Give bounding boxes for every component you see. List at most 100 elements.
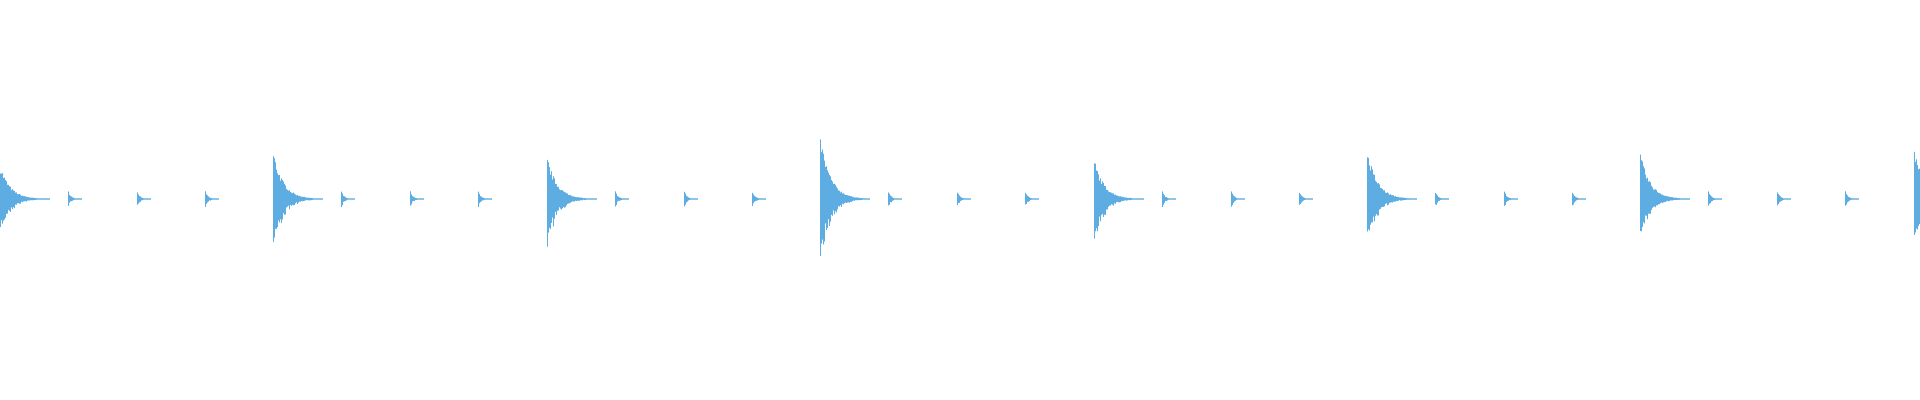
waveform-bar: [839, 190, 840, 207]
waveform-bar: [1777, 192, 1778, 206]
waveform-bar: [1377, 183, 1378, 216]
waveform-bar: [1026, 194, 1027, 204]
waveform-bar: [297, 194, 298, 204]
waveform-bar: [1783, 198, 1784, 200]
waveform-bar: [568, 195, 569, 204]
waveform-bar: [1381, 188, 1382, 208]
waveform-bar: [1506, 196, 1507, 202]
waveform-bar: [1663, 195, 1664, 203]
waveform-bar: [1674, 197, 1675, 200]
waveform-bar: [1309, 198, 1310, 200]
waveform-bar: [1234, 196, 1235, 202]
waveform-bar: [1689, 198, 1690, 200]
waveform-bar: [594, 198, 595, 200]
accent-beat: [1367, 157, 1417, 232]
waveform-bar: [581, 197, 582, 201]
waveform-bar: [570, 195, 571, 203]
waveform-bar: [1122, 196, 1123, 202]
waveform-bar: [838, 190, 839, 207]
waveform-bar: [306, 197, 307, 201]
waveform-bar: [1680, 198, 1681, 200]
waveform-bar: [1135, 198, 1136, 200]
waveform-bar: [4, 177, 5, 220]
waveform-bar: [557, 186, 558, 211]
waveform-bar: [1514, 198, 1515, 200]
minor-beat: [1435, 192, 1449, 205]
waveform-bar: [1238, 198, 1239, 200]
waveform-bar: [1852, 198, 1853, 200]
waveform-bar: [1685, 198, 1686, 200]
waveform-bar: [1310, 198, 1311, 200]
waveform-bar: [866, 198, 867, 200]
waveform-bar: [1117, 195, 1118, 202]
waveform-bar: [1439, 197, 1440, 201]
waveform-bar: [577, 196, 578, 201]
waveform-bar: [893, 197, 894, 201]
waveform-bar: [280, 180, 281, 220]
waveform-bar: [1918, 169, 1919, 227]
waveform-bar: [962, 197, 963, 200]
waveform-bar: [1790, 198, 1791, 200]
waveform-bar: [1681, 198, 1682, 200]
waveform-bar: [1714, 198, 1715, 200]
minor-beat: [888, 192, 902, 206]
waveform-bar: [685, 193, 686, 205]
waveform-bar: [1037, 198, 1038, 200]
waveform-bar: [850, 196, 851, 202]
waveform-bar: [350, 198, 351, 200]
waveform-bar: [1447, 198, 1448, 200]
waveform-bar: [1657, 192, 1658, 206]
waveform-bar: [892, 197, 893, 201]
waveform-bar: [1855, 198, 1856, 200]
waveform-bar: [38, 198, 39, 200]
waveform-bar: [213, 198, 214, 200]
waveform-bar: [844, 194, 845, 204]
waveform-bar: [1415, 198, 1416, 200]
waveform-bar: [414, 197, 415, 202]
waveform-bar: [207, 195, 208, 203]
waveform-bar: [582, 197, 583, 201]
waveform-bar: [1380, 187, 1381, 209]
accent-beat: [1094, 163, 1144, 239]
waveform-bar: [349, 198, 350, 200]
minor-beat: [957, 192, 971, 206]
waveform-bar: [1034, 198, 1035, 200]
waveform-bar: [575, 197, 576, 201]
waveform-bar: [1304, 197, 1305, 201]
waveform-bar: [1709, 193, 1710, 204]
waveform-bar: [313, 198, 314, 200]
waveform-bar: [1120, 196, 1121, 203]
waveform-bar: [2, 173, 3, 224]
waveform-bar: [1390, 194, 1391, 203]
waveform-bar: [12, 188, 13, 210]
waveform-bar: [1029, 197, 1030, 202]
waveform-bar: [1857, 198, 1858, 200]
waveform-bar: [3, 178, 4, 221]
waveform-bar: [487, 198, 488, 200]
minor-beat: [137, 192, 151, 205]
waveform-bar: [1299, 192, 1300, 205]
waveform-bar: [1669, 196, 1670, 201]
waveform-bar: [484, 198, 485, 200]
waveform-bar: [298, 195, 299, 203]
waveform-bar: [1676, 197, 1677, 200]
waveform-bar: [42, 198, 43, 200]
waveform-bar: [205, 191, 206, 207]
waveform-bar: [1111, 192, 1112, 205]
minor-beat: [1708, 191, 1722, 206]
waveform-bar: [1412, 198, 1413, 200]
waveform-bar: [1126, 197, 1127, 201]
waveform-bar: [1846, 194, 1847, 205]
waveform-bar: [569, 194, 570, 204]
waveform-bar: [1105, 185, 1106, 215]
waveform-bar: [1107, 189, 1108, 210]
waveform-bar: [959, 195, 960, 203]
waveform-bar: [1644, 168, 1645, 224]
waveform-bar: [1448, 198, 1449, 200]
waveform-bar: [273, 156, 274, 242]
accent-beat: [273, 156, 323, 242]
waveform-bar: [1102, 181, 1103, 214]
waveform-bar: [1917, 165, 1918, 230]
waveform-bar: [1640, 154, 1641, 232]
waveform-bar: [147, 198, 148, 200]
